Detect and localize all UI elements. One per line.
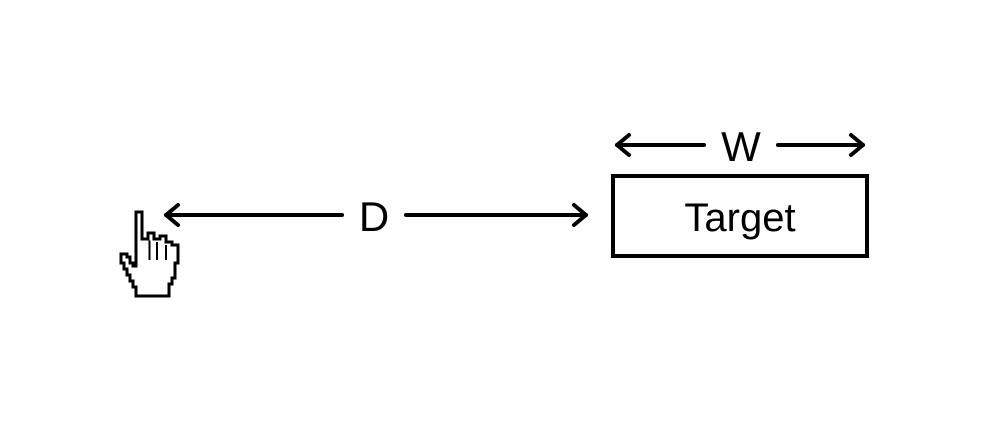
target-box[interactable] [611, 174, 869, 258]
width-arrow [615, 133, 865, 157]
hand-pointer-icon [119, 210, 180, 298]
target-label: Target [684, 196, 795, 240]
width-label: W [721, 123, 761, 170]
distance-label: D [359, 193, 389, 240]
distance-arrow [164, 203, 588, 227]
